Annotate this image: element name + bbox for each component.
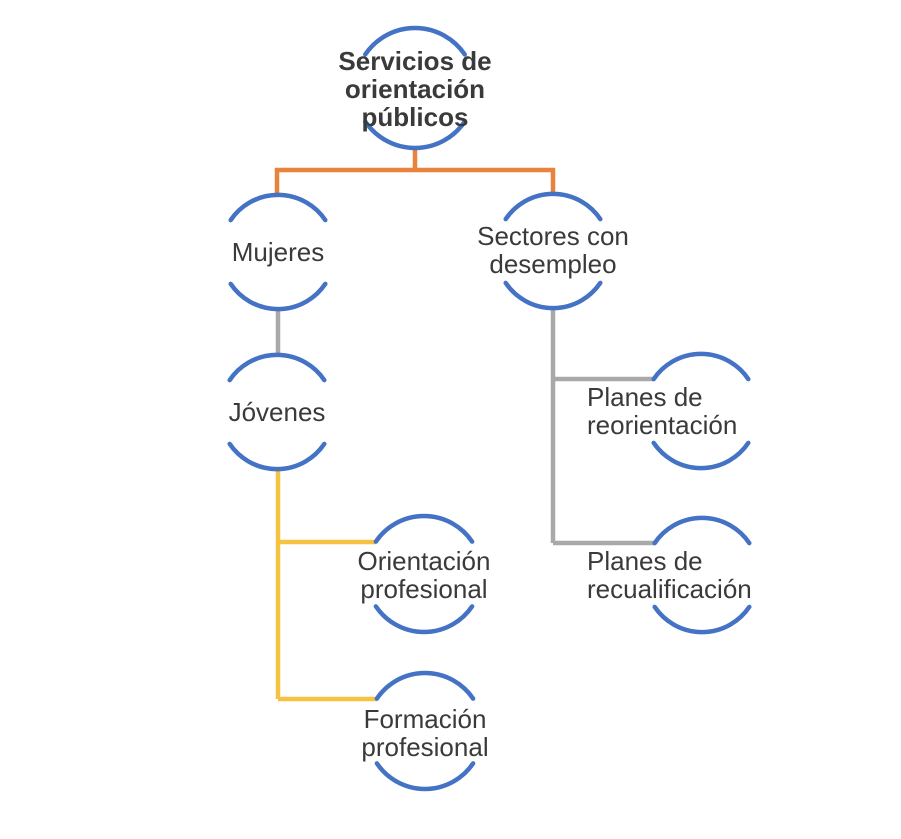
node-circle-recualificacion [652,515,752,635]
node-label-jovenes: Jóvenes [228,397,326,427]
arc-bottom [228,281,328,312]
arc-top [373,513,475,544]
node-label-sectores: Sectores con desempleo [477,221,629,279]
arc-top [374,670,476,701]
node-circle-sectores [503,191,603,311]
node-label-orientacion: Orientación profesional [357,546,491,604]
node-circle-jovenes [227,352,327,472]
node-circle-formacion [374,670,476,792]
arc-bottom [363,119,467,151]
arc-top [363,25,467,57]
arc-top [503,191,603,222]
arc-bottom [373,604,475,635]
connector-servicios-to-level1 [274,148,556,195]
arc-bottom [227,441,327,472]
node-circle-orientacion [373,513,475,635]
node-label-reorientacion: Planes de reorientación [587,382,738,440]
connector-sectores-to-planes [550,308,655,546]
arc-bottom [651,440,751,471]
connector-jovenes-to-children [275,469,377,702]
arc-top [651,351,751,382]
arc-bottom [503,280,603,311]
node-circle-servicios [363,25,467,151]
node-circle-mujeres [228,192,328,312]
node-label-formacion: Formación profesional [361,704,489,762]
arc-top [228,192,328,223]
arc-top [652,515,752,546]
node-label-servicios: Servicios de orientación públicos [338,46,492,132]
arc-top [227,352,327,383]
arc-bottom [374,761,476,792]
arc-bottom [652,604,752,635]
node-label-mujeres: Mujeres [231,237,325,267]
node-label-recualificacion: Planes de recualificación [587,546,752,604]
node-circle-reorientacion [651,351,751,471]
